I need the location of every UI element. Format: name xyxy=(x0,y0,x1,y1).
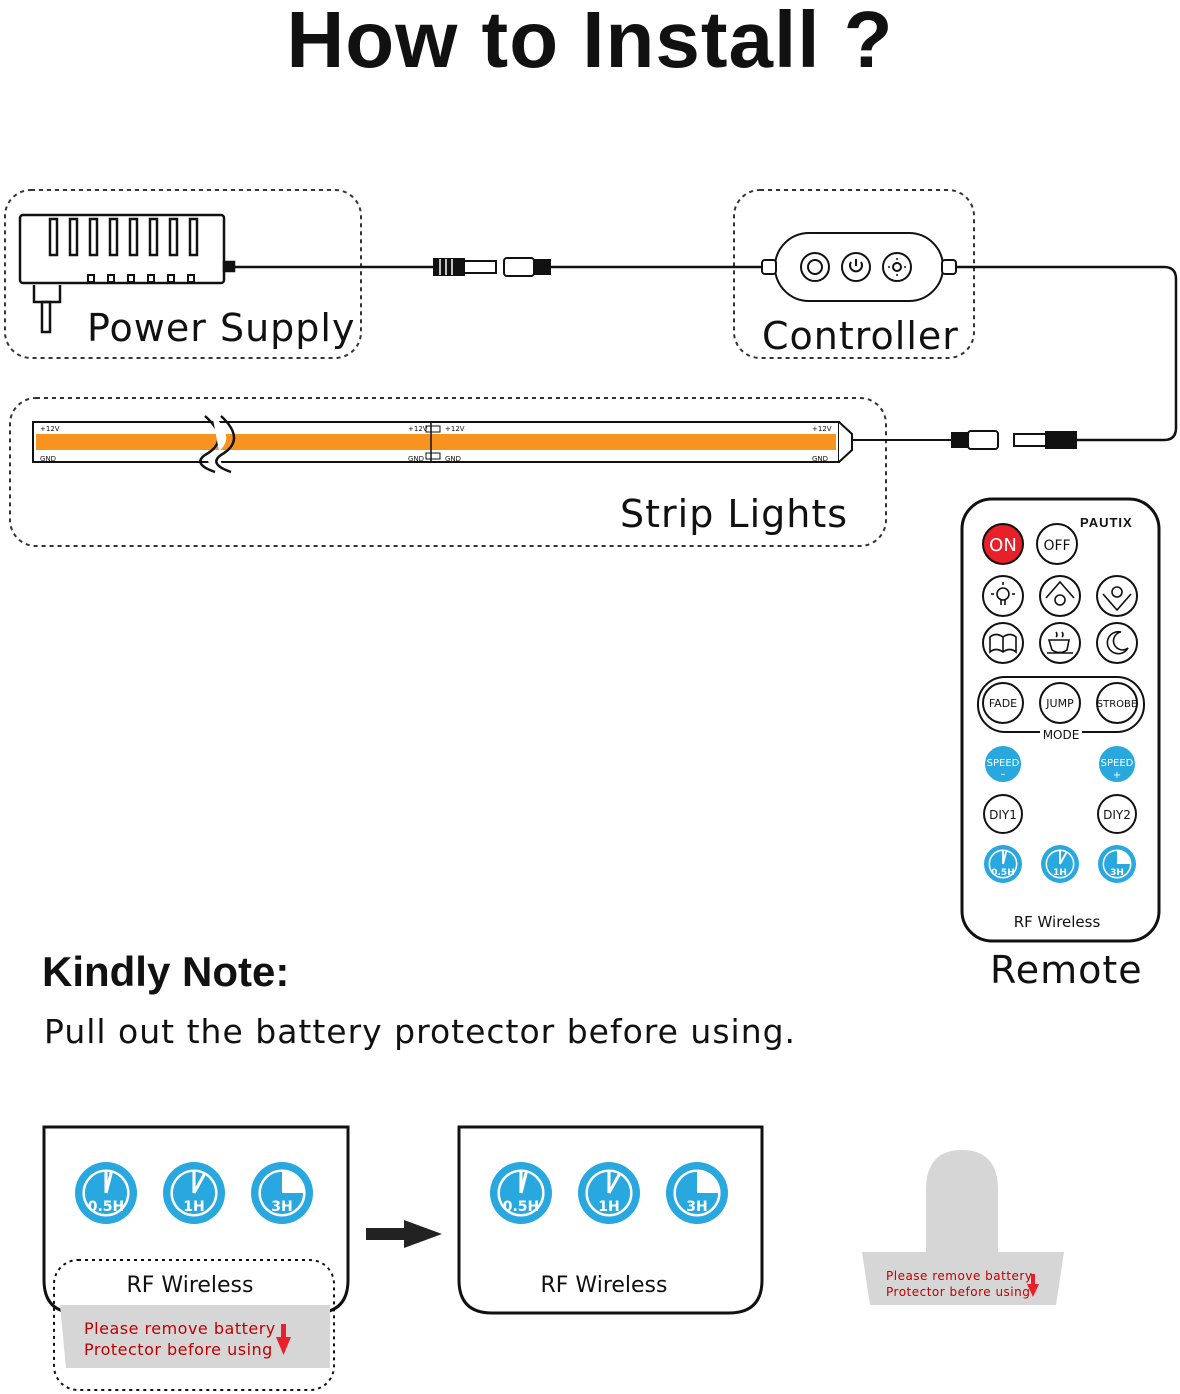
step2-timer-1-label: 1H xyxy=(598,1199,619,1215)
remote-diy2-label: DIY2 xyxy=(1103,808,1131,822)
strip-gnd-label-4: GND xyxy=(812,455,828,463)
remote-diy1-label: DIY1 xyxy=(989,808,1017,822)
power-adapter-icon xyxy=(18,213,236,334)
remote-rf-label: RF Wireless xyxy=(1014,913,1101,931)
remote-control: PAUTIX ON OFF xyxy=(960,497,1161,943)
remote-speed-minus-sign: – xyxy=(1001,769,1006,780)
step1-rf-label: RF Wireless xyxy=(127,1273,254,1298)
controller-device-icon xyxy=(761,232,957,302)
strip-pos-label-2: +12V xyxy=(408,425,428,433)
strip-gnd-label-3: GND xyxy=(445,455,461,463)
strip-lights-box xyxy=(9,397,887,547)
step1-timer-2[interactable]: 3H xyxy=(251,1162,313,1224)
battery-protector-tab[interactable] xyxy=(60,1305,330,1368)
remote-on-button[interactable] xyxy=(982,523,1024,565)
remote-fade-button[interactable] xyxy=(982,682,1024,724)
step2-timer-0[interactable]: 0.5H xyxy=(490,1162,552,1224)
controller-output-cable xyxy=(956,265,1178,442)
step1-timer-0-label: 0.5H xyxy=(88,1199,125,1215)
strip-lights-label: Strip Lights xyxy=(620,492,849,536)
strip-female-connector-icon xyxy=(951,430,999,450)
step1-timer-0[interactable]: 0.5H xyxy=(75,1162,137,1224)
power-supply-label: Power Supply xyxy=(87,306,356,350)
led-strip: +12V GND +12V GND +12V GND +12V GND xyxy=(32,414,853,474)
strip-pos-label-1: +12V xyxy=(40,425,60,433)
pull-down-arrow-icon xyxy=(276,1324,291,1355)
dc-female-connector-icon xyxy=(503,257,551,277)
strip-lead-wire xyxy=(845,431,952,441)
protector-down-arrow-icon xyxy=(1027,1274,1039,1297)
brightness-down-icon[interactable] xyxy=(1096,575,1138,617)
strip-pos-label-3: +12V xyxy=(445,425,465,433)
strip-gnd-label-1: GND xyxy=(40,455,56,463)
brightness-up-icon[interactable] xyxy=(1039,575,1081,617)
remote-diy1-button[interactable] xyxy=(983,794,1023,834)
remote-strobe-label: STROBE xyxy=(1097,699,1137,710)
protector-line1: Please remove battery xyxy=(886,1269,1032,1283)
strip-led-band xyxy=(36,434,836,450)
remote-speed-plus-button[interactable] xyxy=(1097,744,1137,784)
strip-pos-label-4: +12V xyxy=(812,425,832,433)
page-title: How to Install ? xyxy=(286,0,894,84)
remote-timer-2-label: 3H xyxy=(1110,868,1124,878)
battery-protector-highlight xyxy=(53,1259,335,1391)
strip-male-connector-icon xyxy=(1013,431,1077,449)
step2-timer-2-label: 3H xyxy=(686,1199,707,1215)
remote-timer-2[interactable]: 3H xyxy=(1098,845,1136,883)
remote-timer-0-label: 0.5H xyxy=(991,868,1014,878)
remote-speed-minus-label: SPEED xyxy=(987,758,1020,769)
step1-timer-2-label: 3H xyxy=(271,1199,292,1215)
remote-timer-1[interactable]: 1H xyxy=(1041,845,1079,883)
controller-label: Controller xyxy=(762,314,959,358)
remote-fade-label: FADE xyxy=(989,697,1017,710)
power-supply-box xyxy=(4,189,362,359)
remote-off-label: OFF xyxy=(1043,538,1070,554)
remote-speed-plus-sign: + xyxy=(1113,770,1121,781)
remote-timer-1-label: 1H xyxy=(1053,868,1067,878)
dc-male-connector-icon xyxy=(433,258,497,276)
remote-strobe-button[interactable] xyxy=(1096,682,1138,724)
step-before-panel: 0.5H 1H 3H RF Wireless Please remove batte… xyxy=(42,1125,350,1391)
right-arrow-icon xyxy=(366,1220,442,1248)
step2-rf-label: RF Wireless xyxy=(541,1273,668,1298)
remote-speed-minus-button[interactable] xyxy=(983,744,1023,784)
step2-timer-1[interactable]: 1H xyxy=(578,1162,640,1224)
step1-timer-1[interactable]: 1H xyxy=(163,1162,225,1224)
remote-diy2-button[interactable] xyxy=(1097,794,1137,834)
protector-line2: Protector before using xyxy=(886,1285,1030,1299)
bulb-icon[interactable] xyxy=(982,575,1024,617)
step1-tab-line2: Protector before using xyxy=(84,1340,273,1359)
step2-timer-2[interactable]: 3H xyxy=(666,1162,728,1224)
remote-on-label: ON xyxy=(989,535,1017,556)
remote-timer-0[interactable]: 0.5H xyxy=(984,845,1022,883)
step1-tab-line1: Please remove battery xyxy=(84,1319,276,1338)
remote-off-button[interactable] xyxy=(1036,523,1078,565)
remote-label: Remote xyxy=(990,948,1143,992)
remote-speed-plus-label: SPEED xyxy=(1101,758,1134,769)
note-body: Pull out the battery protector before us… xyxy=(44,1012,797,1051)
note-heading: Kindly Note: xyxy=(42,948,290,995)
remote-jump-label: JUMP xyxy=(1045,697,1074,710)
coffee-cup-icon[interactable] xyxy=(1039,622,1081,664)
remote-brand: PAUTIX xyxy=(1080,515,1133,530)
step2-timer-0-label: 0.5H xyxy=(503,1199,540,1215)
step1-timer-1-label: 1H xyxy=(183,1199,204,1215)
moon-icon[interactable] xyxy=(1096,622,1138,664)
step-after-panel: 0.5H 1H 3H RF Wireless xyxy=(457,1125,764,1315)
remote-jump-button[interactable] xyxy=(1039,682,1081,724)
removed-battery-protector: Please remove battery Protector before u… xyxy=(862,1150,1064,1305)
strip-gnd-label-2: GND xyxy=(408,455,424,463)
remote-mode-label: MODE xyxy=(1043,728,1080,742)
